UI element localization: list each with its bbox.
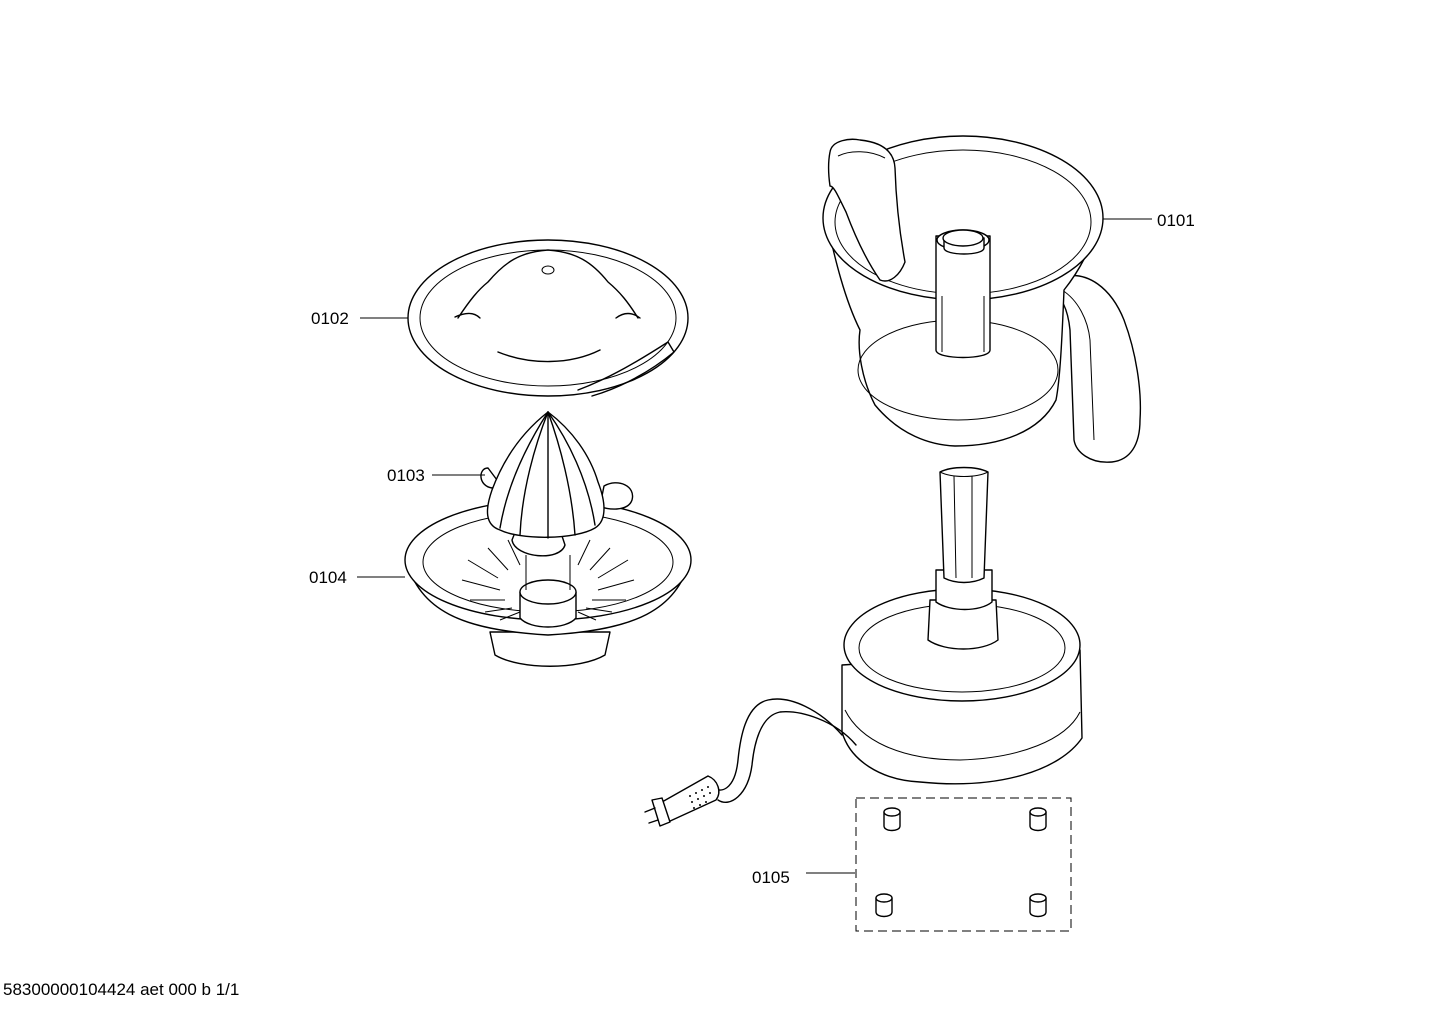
bowl-ribs xyxy=(461,539,635,621)
callout-0103: 0103 xyxy=(387,466,425,485)
foot-2 xyxy=(1029,807,1047,832)
part-0103-cone[interactable] xyxy=(480,411,634,557)
callout-0104: 0104 xyxy=(309,568,347,587)
callout-0102: 0102 xyxy=(311,309,349,328)
callout-0101: 0101 xyxy=(1157,211,1195,230)
foot-4 xyxy=(1029,893,1047,918)
part-0102-lid[interactable] xyxy=(407,239,689,397)
drawing-reference-footer: 58300000104424 aet 000 b 1/1 xyxy=(3,980,240,999)
part-0105-feet[interactable] xyxy=(855,797,1072,932)
motor-base[interactable] xyxy=(644,466,1083,827)
part-0104-bowl[interactable] xyxy=(404,499,692,667)
plug-grip-dots xyxy=(689,786,711,809)
foot-3 xyxy=(875,893,893,918)
foot-1 xyxy=(883,807,901,832)
part-0101-jug[interactable] xyxy=(822,135,1142,463)
callout-0105: 0105 xyxy=(752,868,790,887)
